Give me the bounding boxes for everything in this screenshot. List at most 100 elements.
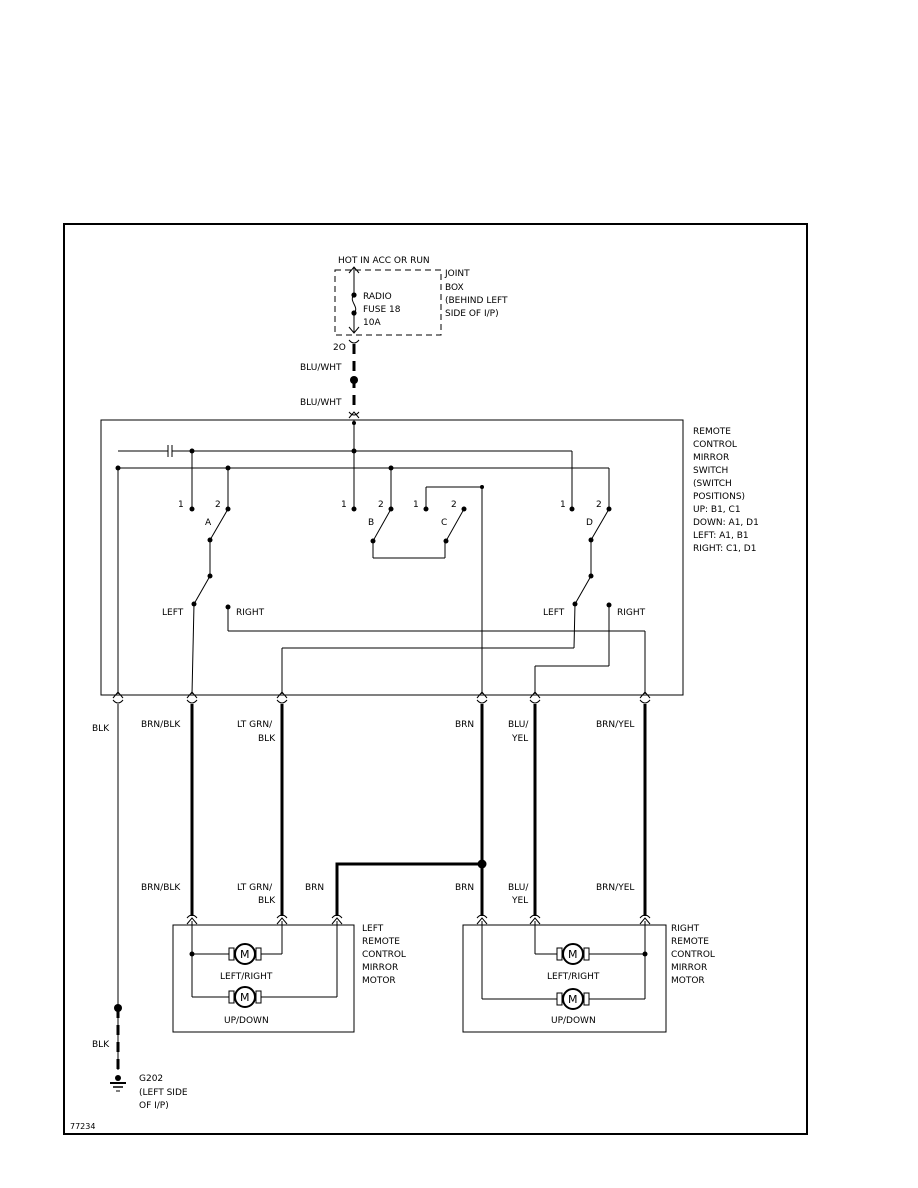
- remote-control-mirror-switch: [100, 419, 684, 696]
- svg-text:BRN/YEL: BRN/YEL: [596, 720, 634, 730]
- svg-text:MIRROR: MIRROR: [671, 963, 707, 973]
- svg-text:BLU/: BLU/: [508, 883, 529, 893]
- svg-text:CONTROL: CONTROL: [671, 950, 715, 960]
- right-motor-lr-label: LEFT/RIGHT: [547, 972, 600, 982]
- svg-text:LEFT: A1, B1: LEFT: A1, B1: [693, 531, 749, 541]
- left-left-right-motor: M: [228, 943, 262, 965]
- fuse-rating-label: 10A: [363, 318, 381, 328]
- harness-wires: [114, 704, 647, 1072]
- diagram-frame: [63, 223, 808, 1135]
- right-left-right-motor: M: [556, 943, 590, 965]
- ground-location-line2: OF I/P): [139, 1101, 169, 1111]
- left-motor-lr-label: LEFT/RIGHT: [220, 972, 273, 982]
- svg-text:2: 2: [378, 500, 384, 510]
- svg-text:BRN: BRN: [305, 883, 324, 893]
- svg-text:RIGHT: RIGHT: [236, 608, 265, 618]
- svg-text:M: M: [240, 991, 250, 1004]
- svg-text:MIRROR: MIRROR: [693, 453, 729, 463]
- svg-text:LEFT: LEFT: [162, 608, 184, 618]
- svg-text:BOX: BOX: [445, 283, 464, 293]
- right-mirror-motor-box: [462, 924, 667, 1033]
- wire-label-blk-ground: BLK: [92, 1040, 110, 1050]
- figure-id: 77234: [70, 1122, 95, 1131]
- joint-box: [334, 269, 442, 336]
- right-mirror-motor-label: RIGHT REMOTE CONTROL MIRROR MOTOR: [671, 924, 715, 986]
- ground-symbol: [110, 1075, 126, 1092]
- svg-text:M: M: [568, 993, 578, 1006]
- radio-fuse: [348, 266, 360, 334]
- switch-output-connectors: [112, 691, 651, 704]
- svg-text:LEFT: LEFT: [543, 608, 565, 618]
- svg-text:2: 2: [451, 500, 457, 510]
- left-mirror-motor-wiring: [189, 921, 338, 998]
- svg-text:YEL: YEL: [511, 896, 528, 906]
- svg-text:BRN/BLK: BRN/BLK: [141, 720, 181, 730]
- svg-text:BLK: BLK: [258, 734, 276, 744]
- right-up-down-motor: M: [556, 988, 590, 1010]
- svg-text:D: D: [586, 518, 593, 528]
- svg-text:BRN: BRN: [455, 720, 474, 730]
- switch-label: REMOTE CONTROL MIRROR SWITCH (SWITCH POS…: [693, 427, 759, 554]
- svg-text:CONTROL: CONTROL: [693, 440, 737, 450]
- svg-text:BLK: BLK: [258, 896, 276, 906]
- svg-text:JOINT: JOINT: [444, 269, 470, 279]
- splice-dot: [350, 376, 358, 384]
- svg-text:CONTROL: CONTROL: [362, 950, 406, 960]
- svg-text:SIDE OF I/P): SIDE OF I/P): [445, 309, 499, 319]
- svg-text:UP: B1, C1: UP: B1, C1: [693, 505, 741, 515]
- svg-text:BLK: BLK: [92, 724, 110, 734]
- left-up-down-motor: M: [228, 986, 262, 1008]
- svg-text:MOTOR: MOTOR: [362, 976, 396, 986]
- svg-text:1: 1: [178, 500, 184, 510]
- left-motor-ud-label: UP/DOWN: [224, 1016, 269, 1026]
- ground-location-line1: (LEFT SIDE: [139, 1088, 188, 1098]
- terminal-label: 2O: [333, 343, 346, 353]
- left-mirror-motor-box: [172, 924, 355, 1033]
- right-mirror-motor-connectors: [476, 914, 651, 925]
- wire-labels-lower: BRN/BLK LT GRN/ BLK BRN BRN BLU/ YEL BRN…: [141, 883, 634, 906]
- svg-text:RIGHT: RIGHT: [617, 608, 646, 618]
- connector-2o: [348, 339, 360, 344]
- svg-text:A: A: [205, 518, 212, 528]
- svg-text:(BEHIND LEFT: (BEHIND LEFT: [445, 296, 508, 306]
- svg-text:2: 2: [596, 500, 602, 510]
- svg-text:1: 1: [560, 500, 566, 510]
- svg-text:YEL: YEL: [511, 734, 528, 744]
- wire-label-blu-wht-top: BLU/WHT: [300, 363, 342, 373]
- left-mirror-motor-label: LEFT REMOTE CONTROL MIRROR MOTOR: [362, 924, 406, 986]
- svg-text:RIGHT: C1, D1: RIGHT: C1, D1: [693, 544, 756, 554]
- wire-labels-upper: BLK BRN/BLK LT GRN/ BLK BRN BLU/ YEL BRN…: [92, 720, 634, 744]
- svg-text:POSITIONS): POSITIONS): [693, 492, 745, 502]
- svg-text:MOTOR: MOTOR: [671, 976, 705, 986]
- svg-text:REMOTE: REMOTE: [362, 937, 400, 947]
- svg-text:DOWN: A1, D1: DOWN: A1, D1: [693, 518, 759, 528]
- svg-text:MIRROR: MIRROR: [362, 963, 398, 973]
- svg-text:1: 1: [413, 500, 419, 510]
- svg-text:B: B: [368, 518, 374, 528]
- ground-name-label: G202: [139, 1074, 163, 1084]
- power-source-label: HOT IN ACC OR RUN: [338, 256, 430, 266]
- svg-text:REMOTE: REMOTE: [671, 937, 709, 947]
- svg-text:BRN/BLK: BRN/BLK: [141, 883, 181, 893]
- svg-text:(SWITCH: (SWITCH: [693, 479, 732, 489]
- svg-text:BLU/: BLU/: [508, 720, 529, 730]
- right-mirror-motor-wiring: [481, 921, 648, 1000]
- svg-text:M: M: [240, 948, 250, 961]
- svg-text:2: 2: [215, 500, 221, 510]
- fuse-number-label: FUSE 18: [363, 305, 401, 315]
- svg-text:BRN: BRN: [455, 883, 474, 893]
- svg-text:M: M: [568, 948, 578, 961]
- switch-internal-wiring: [115, 420, 646, 695]
- svg-text:LT GRN/: LT GRN/: [237, 883, 273, 893]
- svg-text:1: 1: [341, 500, 347, 510]
- svg-text:LEFT: LEFT: [362, 924, 384, 934]
- svg-text:C: C: [441, 518, 447, 528]
- switch-contact-labels: 1 2 A 1 2 B 1 2 C 1 2 D LEFT RIGHT LEFT …: [162, 500, 646, 618]
- wire-label-blu-wht-bottom: BLU/WHT: [300, 398, 342, 408]
- svg-text:LT GRN/: LT GRN/: [237, 720, 273, 730]
- svg-text:REMOTE: REMOTE: [693, 427, 731, 437]
- right-motor-ud-label: UP/DOWN: [551, 1016, 596, 1026]
- svg-text:SWITCH: SWITCH: [693, 466, 728, 476]
- svg-text:BRN/YEL: BRN/YEL: [596, 883, 634, 893]
